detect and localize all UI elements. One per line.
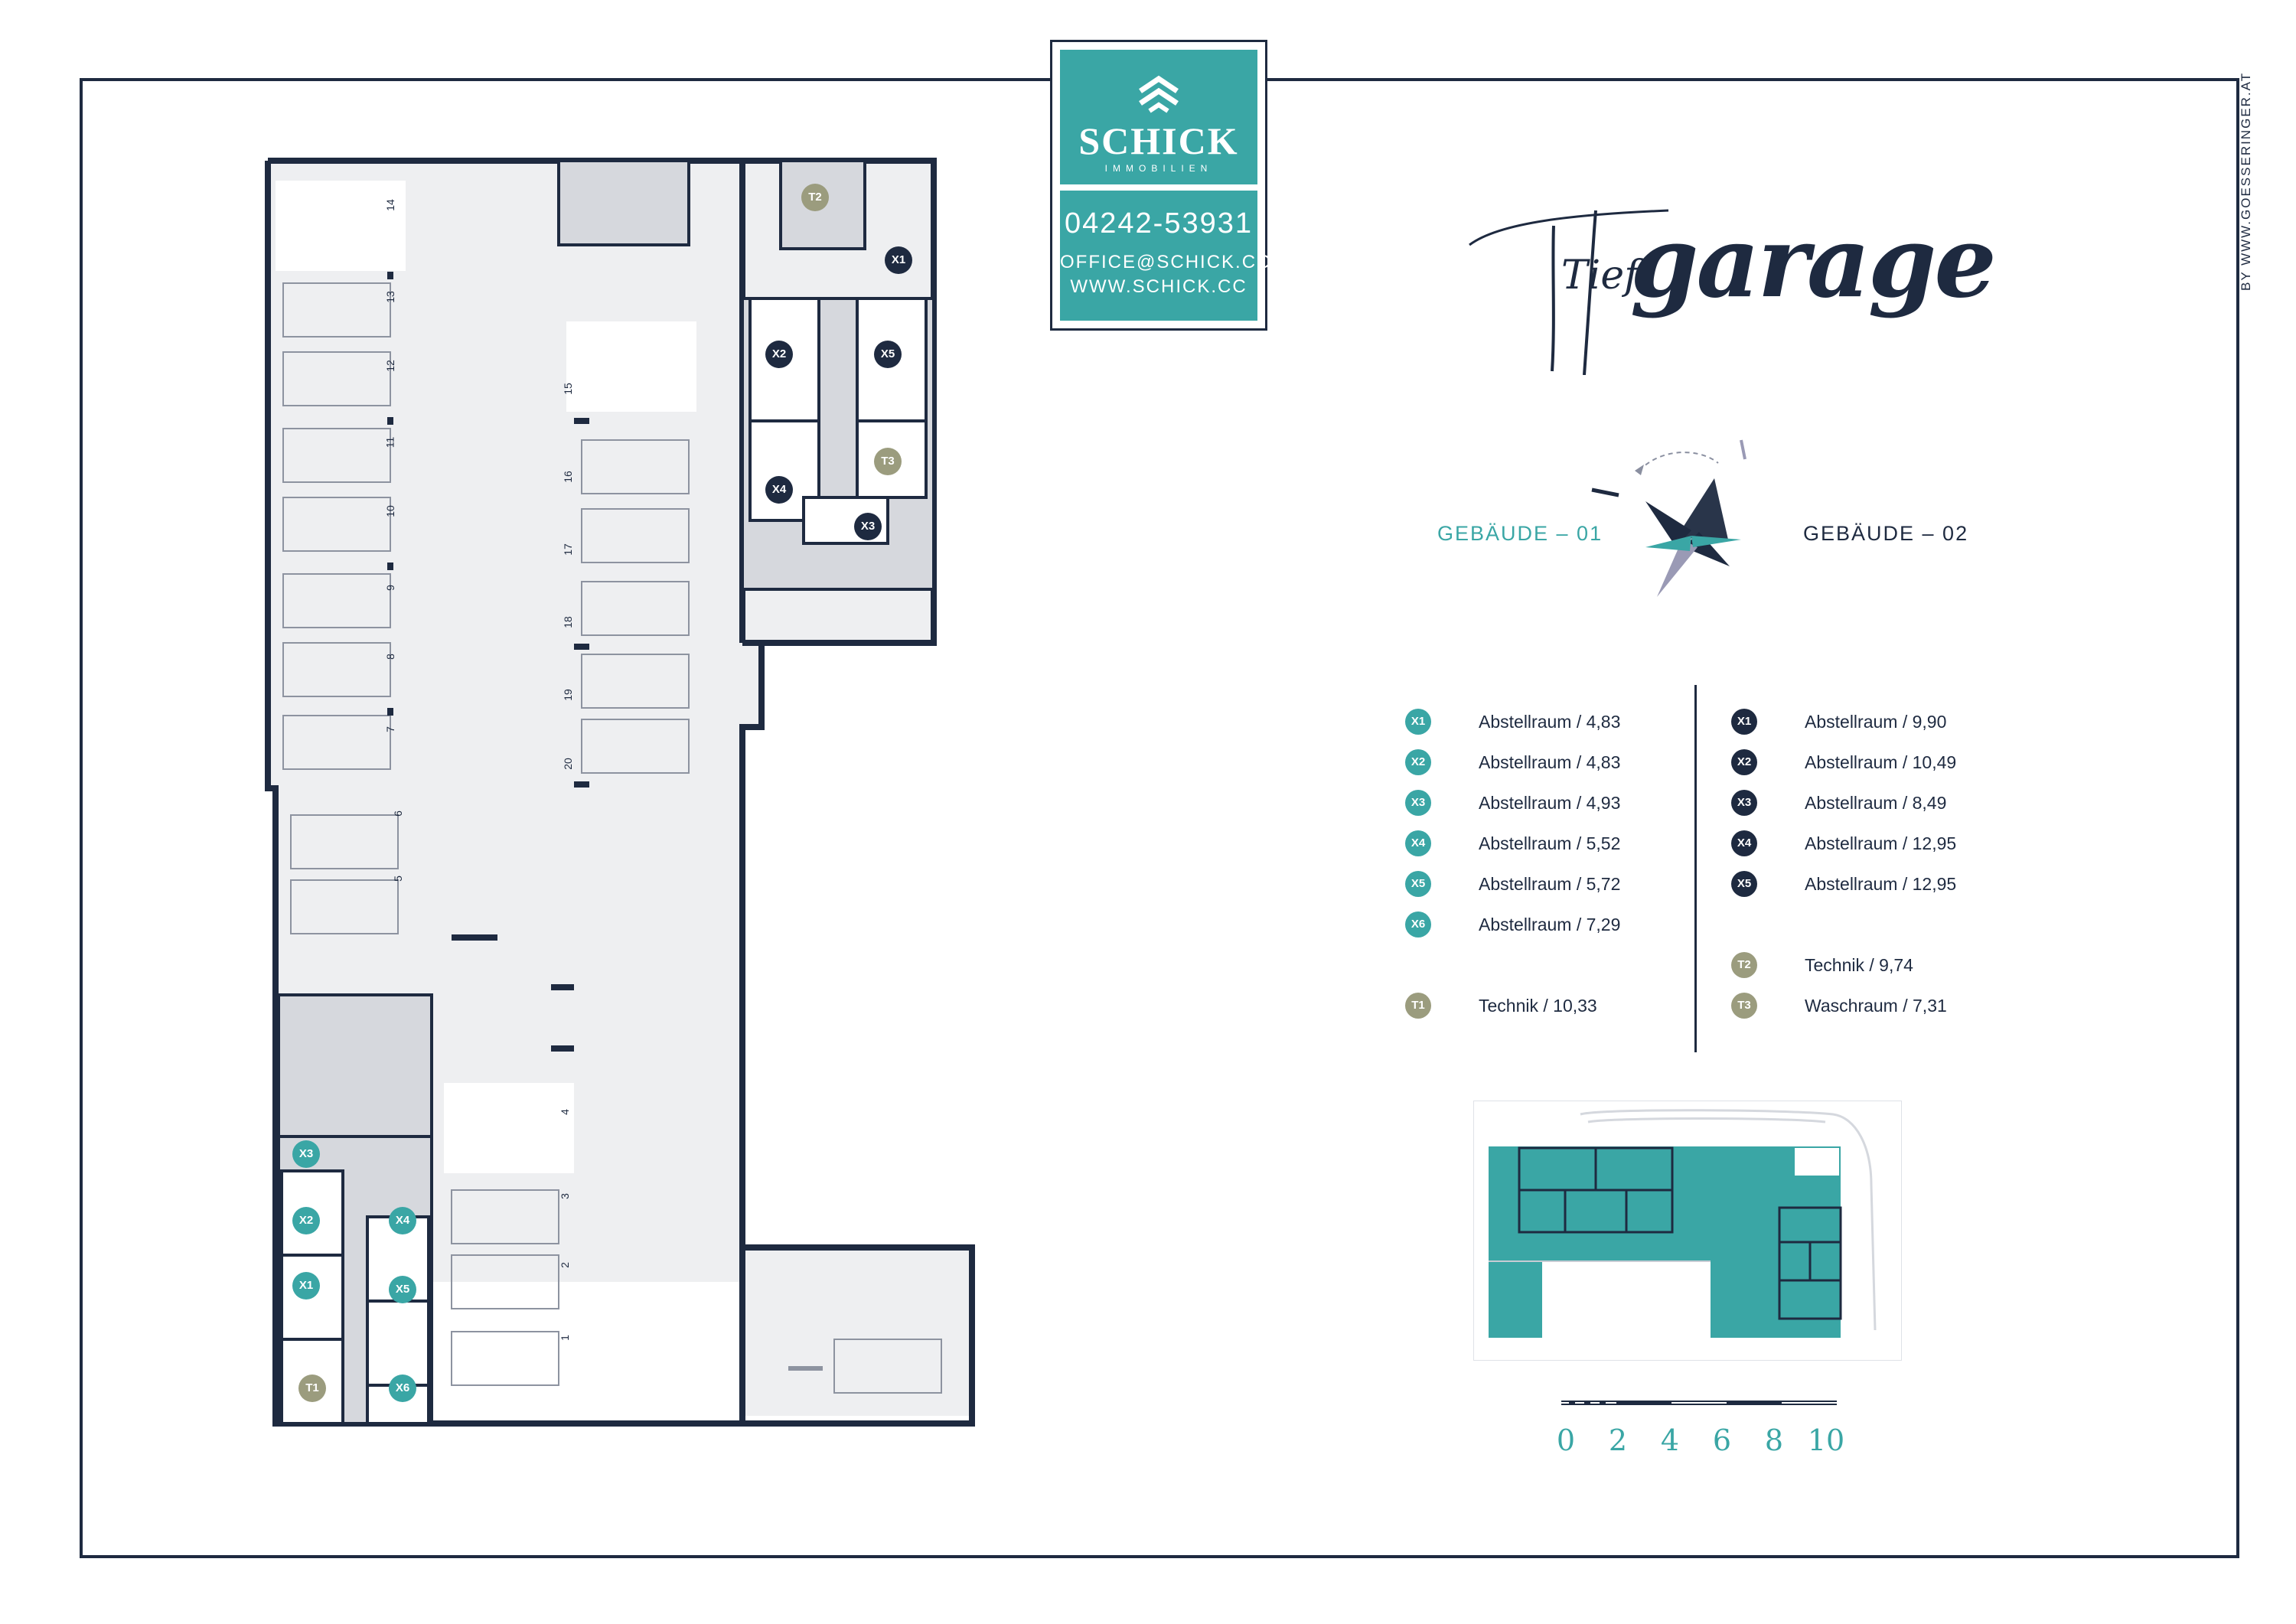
floor-plan: T2 X1 X2 X5 T3 X4 X3 X3 X2 X4 X1 X5 T1 X… xyxy=(253,145,1047,1450)
room-badge: T3 xyxy=(874,448,902,475)
legend-badge: X3 xyxy=(1731,790,1757,816)
legend-label: Abstellraum / 4,93 xyxy=(1479,793,1621,813)
parking-number: 4 xyxy=(558,1109,571,1115)
brand-email[interactable]: OFFICE@SCHICK.CC xyxy=(1060,252,1272,272)
room-badge: X6 xyxy=(389,1375,416,1402)
compass-icon xyxy=(1591,439,1746,597)
legend-badge: X3 xyxy=(1405,790,1431,816)
scale-label: 4 xyxy=(1660,1423,1680,1457)
room-badge: X4 xyxy=(765,476,793,504)
parking-number: 19 xyxy=(561,689,574,701)
room-badge: X4 xyxy=(389,1207,416,1234)
legend-label: Abstellraum / 12,95 xyxy=(1805,874,1957,894)
parking-number: 18 xyxy=(561,616,574,628)
room-badge: T1 xyxy=(298,1375,326,1402)
legend-label: Abstellraum / 4,83 xyxy=(1479,752,1621,772)
parking-number: 9 xyxy=(383,585,396,591)
parking-number: 7 xyxy=(383,726,396,732)
brand-logo-panel: SCHICK IMMOBILIEN xyxy=(1060,50,1257,184)
legend-badge: X5 xyxy=(1731,871,1757,897)
legend-badge: X4 xyxy=(1405,830,1431,856)
room-badge: X5 xyxy=(389,1276,416,1303)
legend-badge: X1 xyxy=(1731,709,1757,735)
house-chevron-icon xyxy=(1139,75,1179,113)
legend-badge: X2 xyxy=(1405,749,1431,775)
floor-plan-drawing xyxy=(265,158,1047,1427)
brand-phone[interactable]: 04242-53931 xyxy=(1065,207,1253,240)
legend-badge: X5 xyxy=(1405,871,1431,897)
parking-number: 13 xyxy=(383,291,396,303)
legend-label: Waschraum / 7,31 xyxy=(1805,996,1947,1016)
legend-badge: X1 xyxy=(1405,709,1431,735)
room-badge: X1 xyxy=(292,1272,320,1300)
legend-label: Abstellraum / 5,72 xyxy=(1479,874,1621,894)
room-badge: T2 xyxy=(801,184,829,211)
title-prefix: Tief xyxy=(1561,253,1639,298)
legend-label: Abstellraum / 5,52 xyxy=(1479,833,1621,853)
brand-name: SCHICK xyxy=(1078,119,1239,162)
scale-label: 6 xyxy=(1712,1423,1732,1457)
legend-label: Abstellraum / 9,90 xyxy=(1805,712,1947,732)
title-main: garage xyxy=(1630,205,1997,320)
building-02-label: GEBÄUDE – 02 xyxy=(1803,522,1969,545)
legend-label: Abstellraum / 8,49 xyxy=(1805,793,1947,813)
parking-number: 2 xyxy=(558,1262,571,1268)
legend-label: Technik / 10,33 xyxy=(1479,996,1597,1016)
brand-logo-box: SCHICK IMMOBILIEN 04242-53931 OFFICE@SCH… xyxy=(1050,40,1272,331)
parking-number: 16 xyxy=(561,471,574,483)
legend-badge: X2 xyxy=(1731,749,1757,775)
parking-number: 5 xyxy=(391,876,404,882)
room-badge: X3 xyxy=(854,513,882,540)
parking-number: 8 xyxy=(383,654,396,660)
legend-divider xyxy=(1694,685,1697,1052)
parking-number: 15 xyxy=(561,383,574,395)
legend-badge: T3 xyxy=(1731,993,1757,1019)
room-badge: X2 xyxy=(292,1207,320,1234)
brand-contact-panel: 04242-53931 OFFICE@SCHICK.CC WWW.SCHICK.… xyxy=(1060,191,1272,321)
page-title: Tief garage xyxy=(1454,191,1997,375)
room-badge: X2 xyxy=(765,341,793,368)
parking-number: 6 xyxy=(391,810,404,817)
parking-number: 17 xyxy=(561,543,574,556)
room-badge: X5 xyxy=(874,341,902,368)
legend-label: Abstellraum / 4,83 xyxy=(1479,712,1621,732)
scale-bar xyxy=(1561,1401,1837,1405)
building-01-label: GEBÄUDE – 01 xyxy=(1437,522,1603,545)
legend-badge: X4 xyxy=(1731,830,1757,856)
legend-label: Abstellraum / 7,29 xyxy=(1479,915,1621,934)
scale-label: 8 xyxy=(1764,1423,1784,1457)
parking-number: 12 xyxy=(383,360,396,372)
room-badge: X3 xyxy=(292,1140,320,1168)
parking-number: 20 xyxy=(561,758,574,770)
brand-website[interactable]: WWW.SCHICK.CC xyxy=(1070,276,1247,297)
parking-number: 10 xyxy=(383,505,396,517)
parking-number: 11 xyxy=(383,436,396,448)
legend-badge: X6 xyxy=(1405,911,1431,938)
legend-label: Technik / 9,74 xyxy=(1805,955,1913,975)
scale-label: 10 xyxy=(1807,1423,1845,1457)
site-key-plan xyxy=(1473,1101,1902,1361)
parking-number: 14 xyxy=(383,199,396,211)
brand-subtitle: IMMOBILIEN xyxy=(1104,163,1213,174)
parking-number: 1 xyxy=(558,1335,571,1341)
credit-text: BY WWW.GOESSERINGER.AT xyxy=(2239,71,2253,291)
room-badge: X1 xyxy=(885,246,912,274)
legend-badge: T2 xyxy=(1731,952,1757,978)
legend-label: Abstellraum / 12,95 xyxy=(1805,833,1957,853)
legend-badge: T1 xyxy=(1405,993,1431,1019)
title-flourish xyxy=(1469,209,1669,375)
legend-label: Abstellraum / 10,49 xyxy=(1805,752,1957,772)
scale-label: 0 xyxy=(1556,1423,1576,1457)
scale-label: 2 xyxy=(1608,1423,1628,1457)
parking-number: 3 xyxy=(558,1193,571,1199)
